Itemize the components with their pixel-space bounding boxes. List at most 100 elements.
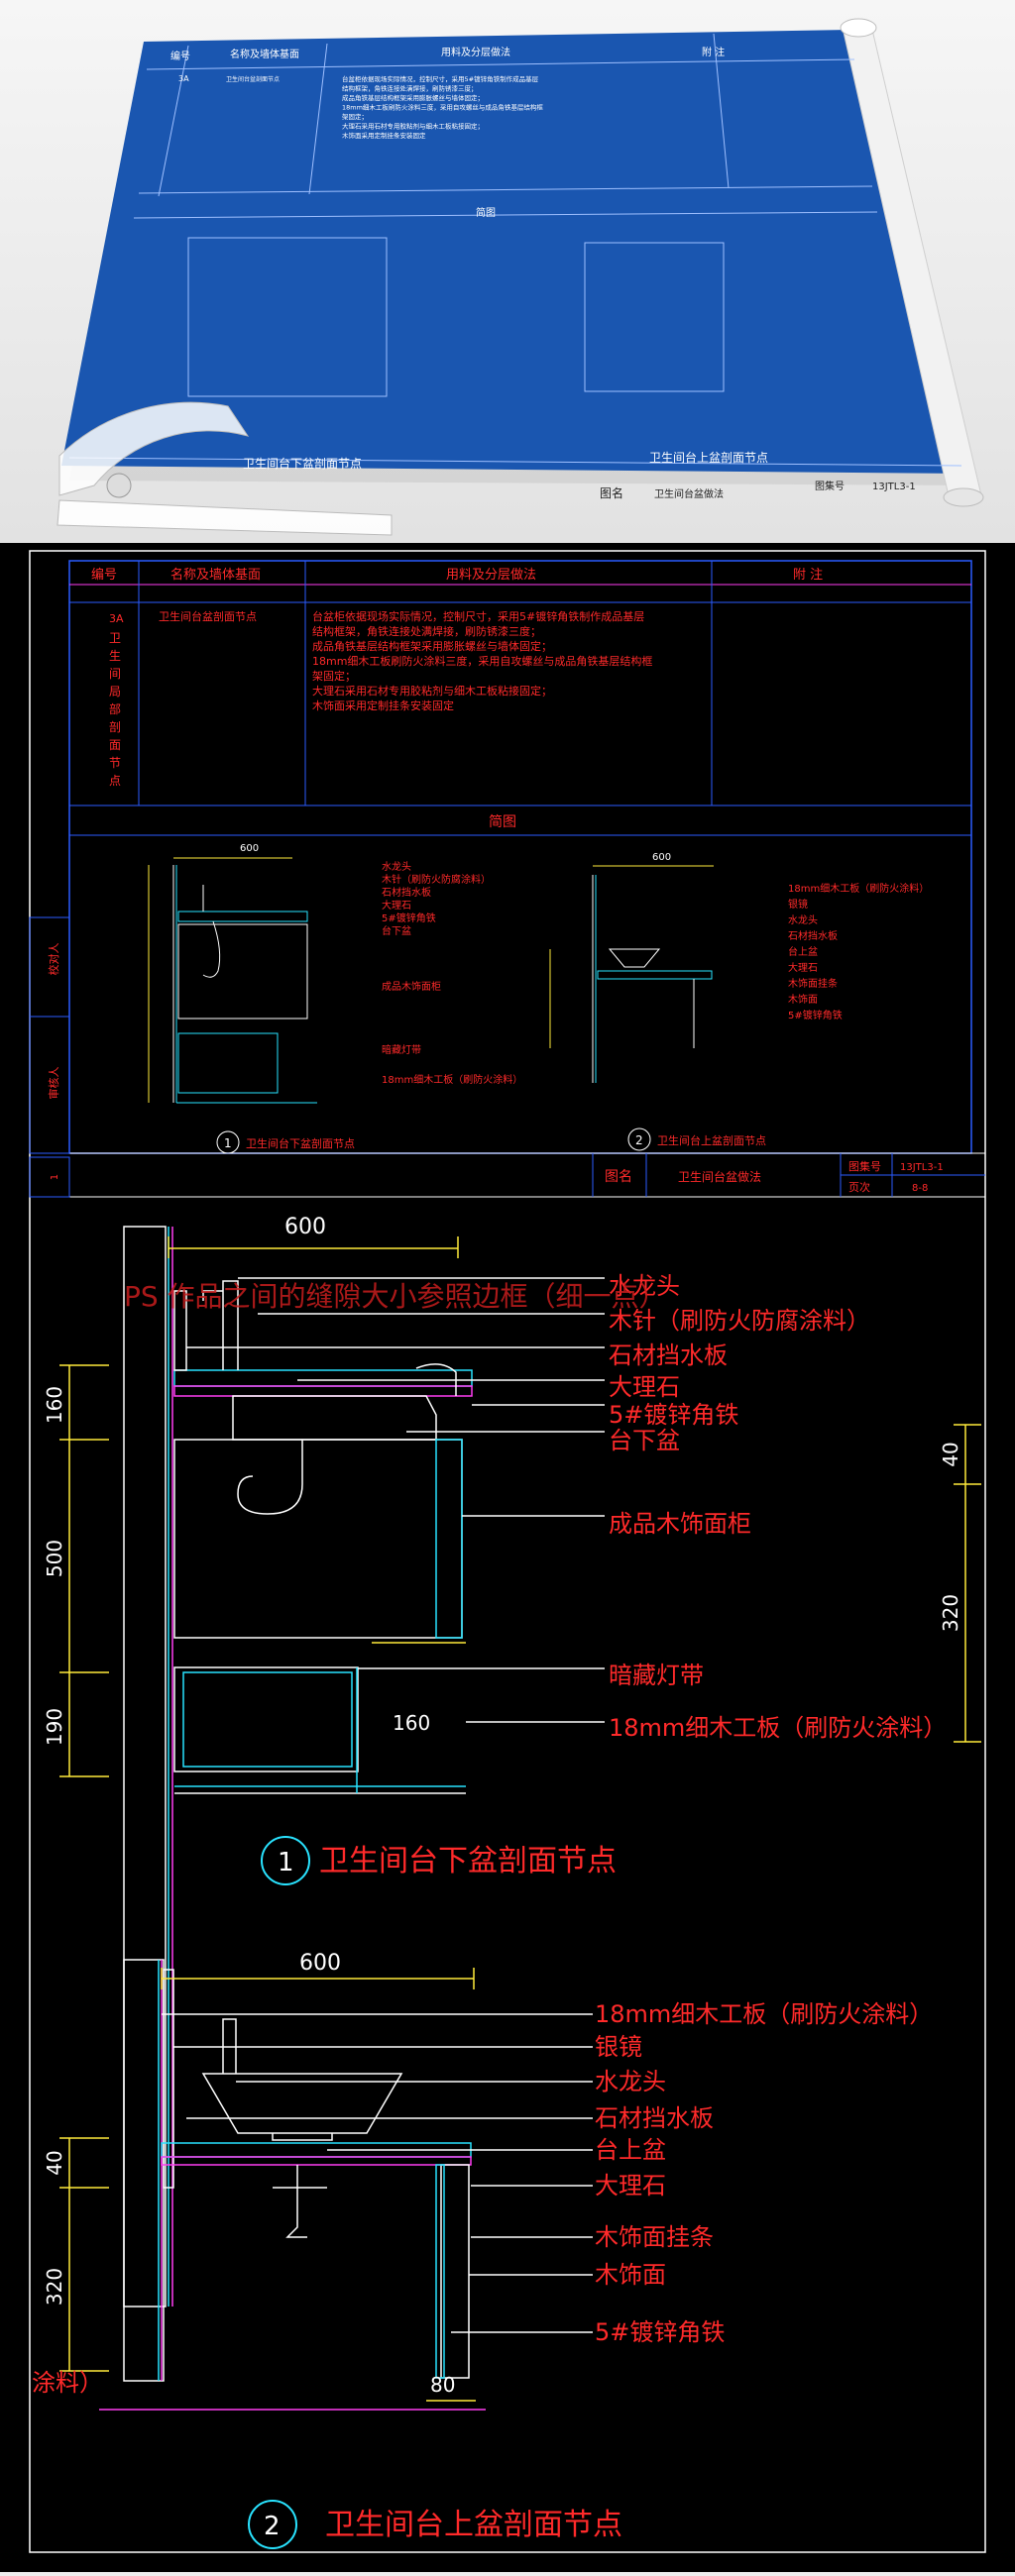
fig1-label: 成品木饰面柜 <box>609 1510 751 1538</box>
table-method-line: 台盆柜依据现场实际情况，控制尺寸，采用5#镀锌角铁制作成品基层 <box>312 609 644 623</box>
fig2-label: 银镜 <box>595 2033 642 2061</box>
hero-method-line: 结构框架，角铁连接处满焊接，刷防锈漆三度； <box>342 84 478 93</box>
table-method-line: 结构框架，角铁连接处满焊接，刷防锈漆三度； <box>312 624 541 638</box>
small-fig2-label: 18mm细木工板（刷防火涂料） <box>788 882 929 895</box>
table-method-text: 台盆柜依据现场实际情况，控制尺寸，采用5#镀锌角铁制作成品基层结构框架，角铁连接… <box>312 609 652 712</box>
hero-col-note: 附 注 <box>702 46 725 58</box>
table-row-name-char: 点 <box>109 774 121 788</box>
small-fig2-label: 大理石 <box>788 961 818 974</box>
fig1-number: 1 <box>278 1848 294 1878</box>
table-row-name: 卫生间台盆剖面节点 <box>159 609 257 623</box>
small-fig2-label: 石材挡水板 <box>788 929 838 942</box>
fig2-title: 卫生间台上盆剖面节点 <box>325 2508 622 2542</box>
hero-method-line: 大理石采用石材专用胶粘剂与细木工板粘接固定； <box>342 122 484 131</box>
hero-row-code: 3A <box>178 74 189 83</box>
fig1-label: 暗藏灯带 <box>609 1662 704 1689</box>
small-fig2 <box>549 865 714 1083</box>
small-fig1-label: 18mm细木工板（刷防火涂料） <box>382 1073 522 1086</box>
fig2-label: 石材挡水板 <box>595 2104 714 2132</box>
hero-method-line: 架固定； <box>342 112 368 121</box>
fig1-title: 卫生间台下盆剖面节点 <box>319 1844 617 1878</box>
hero-method-line: 18mm细木工板刷防火涂料三度，采用自攻螺丝与成品角铁基层结构框 <box>342 103 543 112</box>
blueprint-mockup-svg: 编号 名称及墙体基面 用料及分层做法 附 注 3A 卫生间台盆剖面节点 台盆柜依… <box>56 18 984 536</box>
fig2-label: 木饰面挂条 <box>595 2223 714 2251</box>
watermark-text: PS 作品之间的缝隙大小参照边框（细一点） <box>124 1280 667 1313</box>
small-fig2-title: 卫生间台上盆剖面节点 <box>657 1133 766 1147</box>
fig1-dim-320: 320 <box>939 1594 962 1632</box>
hero-method-line: 木饰面采用定制挂条安装固定 <box>342 131 426 140</box>
fig1-label: 石材挡水板 <box>609 1342 728 1369</box>
side-label-checker: 校对人 <box>47 943 60 976</box>
side-label-reviewer: 审核人 <box>47 1067 60 1100</box>
small-fig2-label: 水龙头 <box>788 913 818 926</box>
fig1-number-circle <box>261 1836 310 1885</box>
table-row-name-char: 局 <box>109 685 121 698</box>
fig2-label: 大理石 <box>595 2172 666 2200</box>
small-fig1-number-circle <box>216 1130 240 1154</box>
fig2-dim-600: 600 <box>299 1951 341 1976</box>
roll-end-bottom <box>943 487 984 507</box>
table-method-line: 成品角铁基层结构框架采用膨胀螺丝与墙体固定； <box>312 639 552 653</box>
fig2-label: 木饰面 <box>595 2261 666 2289</box>
fig1-dim-600: 600 <box>284 1215 326 1239</box>
title-page-label: 页次 <box>848 1180 870 1194</box>
fig1-label: 木针（刷防火防腐涂料） <box>609 1307 870 1335</box>
small-fig2-label: 5#镀锌角铁 <box>788 1009 843 1021</box>
hero-col-name: 名称及墙体基面 <box>230 48 299 60</box>
table-col-name: 名称及墙体基面 <box>170 567 261 583</box>
hero-method-text: 台盆柜依据现场实际情况，控制尺寸，采用5#镀锌角铁制作成品基层结构框架，角铁连接… <box>342 74 543 140</box>
table-method-line: 木饰面采用定制挂条安装固定 <box>312 698 454 712</box>
cad-sheet: 编号 名称及墙体基面 用料及分层做法 附 注 3A 卫生间局部剖面节点 卫生间台… <box>0 543 1015 2572</box>
sheet-border <box>29 550 986 2553</box>
table-row-name-char: 卫 <box>109 631 121 645</box>
hero-section-title: 简图 <box>476 206 496 219</box>
overview-table <box>29 560 985 1198</box>
hero-atlas-label: 图集号 <box>815 480 845 492</box>
fig1-label: 水龙头 <box>609 1272 680 1300</box>
fig1-label: 18mm细木工板（刷防火涂料） <box>609 1714 947 1742</box>
table-row-name-char: 面 <box>109 738 121 752</box>
hero-col-no: 编号 <box>170 50 190 62</box>
table-col-no: 编号 <box>91 568 117 583</box>
fig1-dim-160b: 160 <box>393 1711 430 1735</box>
small-fig1-label: 水龙头 <box>382 860 411 873</box>
table-row-name-char: 部 <box>109 701 121 716</box>
hero-mockup: 编号 名称及墙体基面 用料及分层做法 附 注 3A 卫生间台盆剖面节点 台盆柜依… <box>0 0 1015 543</box>
side-label-sheet: 1 <box>50 1174 60 1180</box>
small-fig1-labels: 水龙头木针（刷防火防腐涂料）石材挡水板大理石5#镀锌角铁台下盆成品木饰面柜暗藏灯… <box>382 860 522 1086</box>
small-fig1-label: 5#镀锌角铁 <box>382 912 436 924</box>
small-fig2-labels: 18mm细木工板（刷防火涂料）银镜水龙头石材挡水板台上盆大理石木饰面挂条木饰面5… <box>788 882 929 1021</box>
fig2-dim-320: 320 <box>43 2268 66 2306</box>
small-fig2-label: 木饰面 <box>788 993 818 1006</box>
fig1-dim-190: 190 <box>43 1708 66 1746</box>
fig1-dim-40: 40 <box>939 1442 962 1466</box>
roll-end-top <box>840 18 877 38</box>
large-fig2-drawing <box>59 1959 593 2411</box>
hero-fig2-title: 卫生间台上盆剖面节点 <box>649 450 768 465</box>
small-fig1-label: 成品木饰面柜 <box>382 980 441 993</box>
cut-off-text: 涂料） <box>32 2369 103 2397</box>
table-row-name-char: 节 <box>109 756 121 770</box>
fig2-label: 18mm细木工板（刷防火涂料） <box>595 2000 933 2028</box>
hero-row-name: 卫生间台盆剖面节点 <box>226 75 280 83</box>
hero-label-fig: 图名 <box>600 485 623 500</box>
fig2-number: 2 <box>264 2512 281 2541</box>
protractor <box>56 401 393 536</box>
hero-method-line: 台盆柜依据现场实际情况，控制尺寸，采用5#镀锌角铁制作成品基层 <box>342 74 539 83</box>
fig1-dim-160: 160 <box>43 1386 66 1424</box>
fig2-label: 台上盆 <box>595 2136 666 2164</box>
hero-fig-name: 卫生间台盆做法 <box>654 487 724 500</box>
fig2-labels: 18mm细木工板（刷防火涂料）银镜水龙头石材挡水板台上盆大理石木饰面挂条木饰面5… <box>595 2000 933 2346</box>
table-col-method: 用料及分层做法 <box>446 568 536 583</box>
hero-fig1-title: 卫生间台下盆剖面节点 <box>243 456 362 471</box>
table-row-name-char: 生 <box>109 649 121 663</box>
fig2-dim-40: 40 <box>43 2150 66 2175</box>
fig1-label: 5#镀锌角铁 <box>609 1401 738 1429</box>
small-fig2-number-circle <box>627 1127 651 1151</box>
small-fig1-label: 石材挡水板 <box>382 886 431 899</box>
table-section-title: 简图 <box>489 813 516 830</box>
fig2-number-circle <box>248 2500 297 2549</box>
hero-method-line: 成品角铁基层结构框架采用膨胀螺丝与墙体固定； <box>342 93 484 102</box>
